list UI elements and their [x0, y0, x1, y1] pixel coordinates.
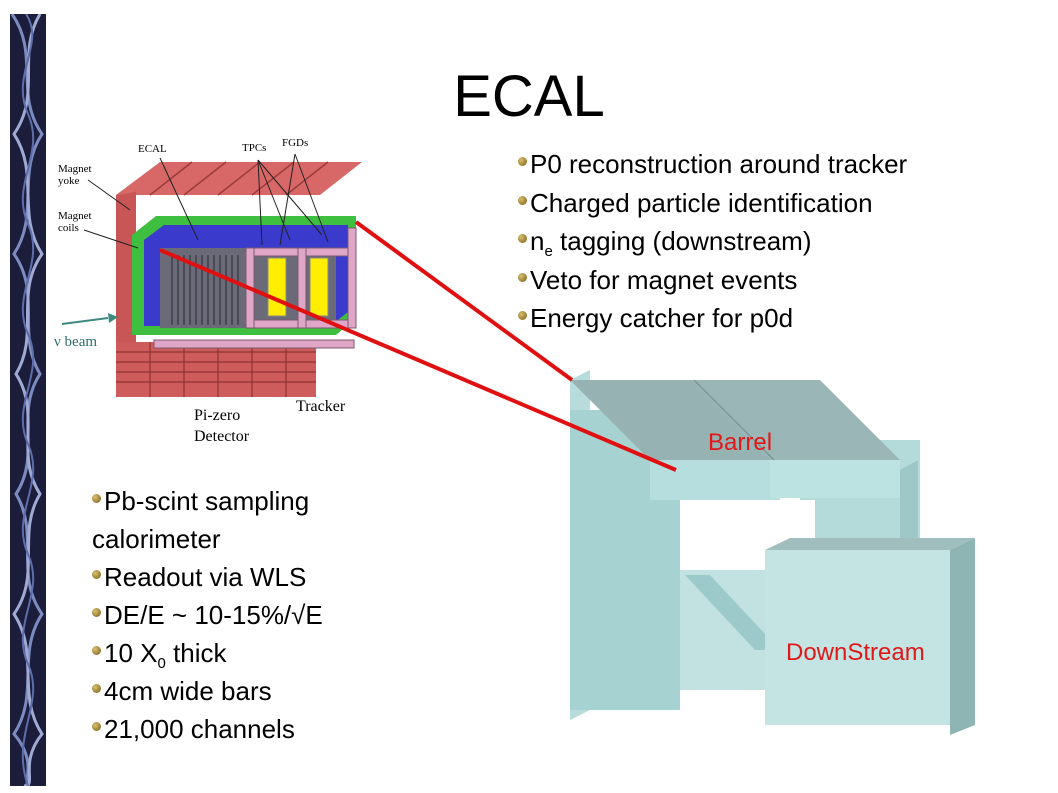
- slide-title: ECAL: [453, 64, 605, 129]
- label-magnet-coils-1: Magnet: [58, 210, 92, 222]
- list-item: 10 X0 thick: [92, 634, 384, 672]
- beam-arrow: [61, 313, 118, 325]
- list-item: ne tagging (downstream): [518, 222, 907, 261]
- label-fgds: FGDs: [282, 137, 308, 149]
- label-tpcs: TPCs: [242, 142, 266, 154]
- label-magnet-yoke-1: Magnet: [58, 163, 92, 175]
- bullet-icon: [518, 272, 527, 282]
- list-item: Energy catcher for p0d: [518, 299, 907, 338]
- label-tracker: Tracker: [296, 398, 346, 415]
- bullet-icon: [92, 646, 101, 655]
- bullet-icon: [92, 494, 101, 503]
- list-item: P0 reconstruction around tracker: [518, 145, 907, 184]
- bullet-icon: [518, 234, 527, 243]
- label-beam: ν beam: [54, 334, 97, 350]
- specs-bullet-list: Pb-scint sampling calorimeter Readout vi…: [92, 482, 384, 748]
- bullet-icon: [92, 608, 101, 617]
- label-pizero-2: Detector: [194, 428, 250, 445]
- purpose-bullet-list: P0 reconstruction around tracker Charged…: [518, 145, 907, 338]
- list-item: Pb-scint sampling calorimeter: [92, 486, 310, 554]
- connector-line-bottom: [159, 248, 677, 472]
- label-ecal: ECAL: [138, 143, 167, 155]
- downstream-module: [765, 538, 975, 735]
- downstream-label: DownStream: [786, 639, 925, 666]
- bullet-icon: [92, 570, 101, 579]
- ecal-module-diagram: Barrel DownStream: [538, 370, 978, 735]
- decorative-side-strip: [10, 14, 46, 786]
- bullet-icon: [92, 684, 101, 693]
- magnet-yoke-side: [116, 192, 136, 385]
- nd280-detector-diagram: Magnet yoke Magnet coils ECAL TPCs FGDs …: [54, 137, 362, 445]
- swirl-pattern: [10, 14, 44, 786]
- barrel-bars: [570, 379, 900, 500]
- label-magnet-yoke-2: yoke: [58, 175, 80, 187]
- list-item: DE/E ~ 10-15%/√E: [92, 596, 384, 634]
- label-magnet-coils-2: coils: [58, 222, 79, 234]
- barrel-label: Barrel: [708, 429, 772, 456]
- list-item: Veto for magnet events: [518, 261, 907, 300]
- label-pizero-1: Pi-zero: [194, 407, 240, 424]
- bullet-icon: [518, 195, 527, 205]
- list-item: 4cm wide bars: [92, 672, 384, 710]
- list-item: Charged particle identification: [518, 184, 907, 223]
- connector-line-top: [354, 220, 574, 382]
- magnet-yoke-bottom: [116, 342, 316, 397]
- bullet-icon: [518, 157, 527, 166]
- list-item: Readout via WLS: [92, 558, 384, 596]
- bullet-icon: [518, 311, 527, 320]
- list-item: 21,000 channels: [92, 710, 384, 748]
- bullet-icon: [92, 722, 101, 731]
